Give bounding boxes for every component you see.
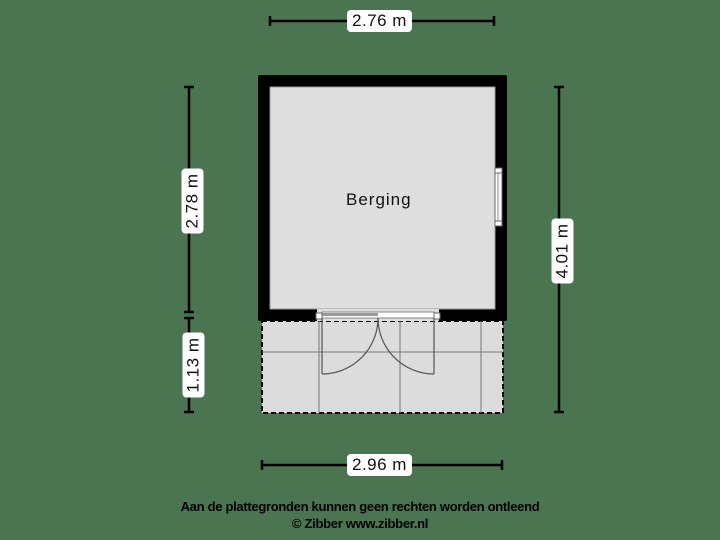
dimension-left-lower-height: 1.13 m [182,332,205,398]
storage-walls [258,75,507,321]
dimension-bottom-width: 2.96 m [347,454,412,476]
dimension-left-upper-height: 2.78 m [181,168,204,234]
footer-copyright: © Zibber www.zibber.nl [291,516,429,531]
double-door [321,317,435,375]
dimension-right-total-height: 4.01 m [551,218,574,284]
dimension-top-width: 2.76 m [347,10,412,32]
window [494,167,503,227]
room-label-berging: Berging [346,190,412,209]
footer-disclaimer: Aan de plattegronden kunnen geen rechten… [180,499,540,514]
terrace-area [261,320,504,414]
